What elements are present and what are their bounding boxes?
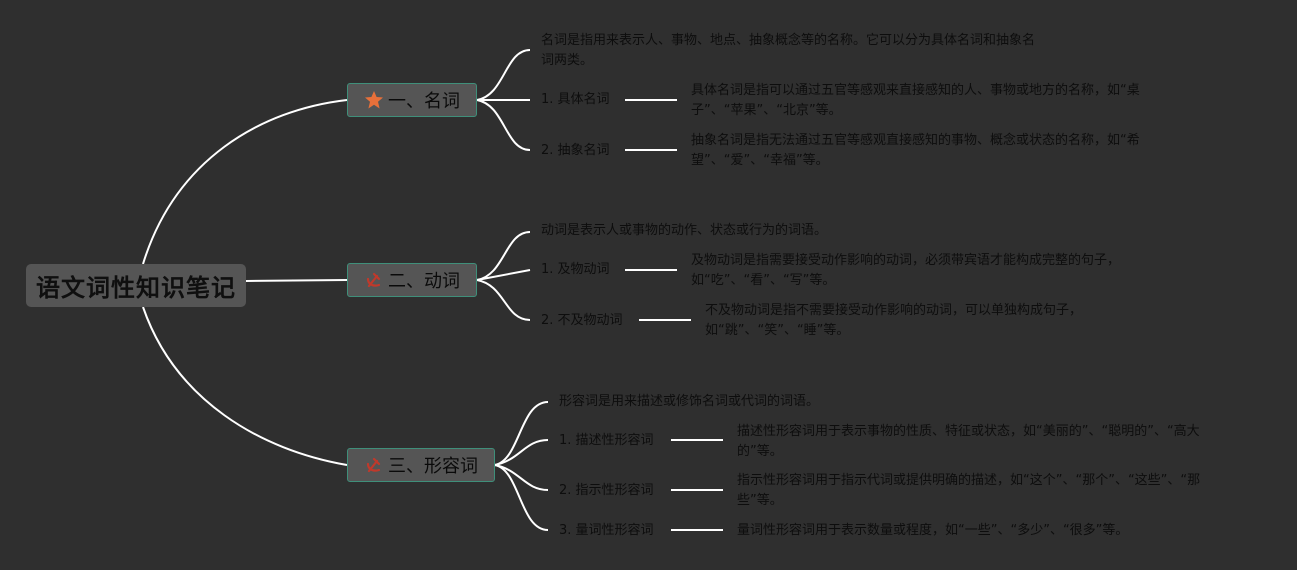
branch-verb[interactable]: 二、动词 xyxy=(347,263,477,297)
hammer-sickle-icon xyxy=(364,455,384,475)
branch-noun-description: 名词是指用来表示人、事物、地点、抽象概念等的名称。它可以分为具体名词和抽象名词两… xyxy=(541,33,1036,68)
root-title: 语文词性知识笔记 xyxy=(36,274,236,302)
verb-item-2-label[interactable]: 2. 不及物动词 xyxy=(541,313,623,328)
link-noun-desc xyxy=(476,49,531,101)
link-adj-desc xyxy=(494,401,549,466)
link-verb-1 xyxy=(476,269,531,281)
branch-adjective[interactable]: 三、形容词 xyxy=(347,448,495,482)
link-root-adj xyxy=(142,306,348,466)
noun-item-2-detail: 抽象名词是指无法通过五官等感观直接感知的事物、概念或状态的名称，如“希望”、“爱… xyxy=(691,133,1140,168)
link-adj-3 xyxy=(494,464,549,531)
link-noun-2 xyxy=(476,99,531,151)
verb-item-1-label[interactable]: 1. 及物动词 xyxy=(541,262,610,277)
adj-item-3-label[interactable]: 3. 量词性形容词 xyxy=(559,523,654,538)
adj-item-3-detail: 量词性形容词用于表示数量或程度，如“一些”、“多少”、“很多”等。 xyxy=(737,523,1129,538)
link-adj-1 xyxy=(494,439,549,466)
adj-item-2-label[interactable]: 2. 指示性形容词 xyxy=(559,483,654,498)
star-icon xyxy=(364,90,384,110)
adj-item-1-label[interactable]: 1. 描述性形容词 xyxy=(559,433,654,448)
branch-adjective-description: 形容词是用来描述或修饰名词或代词的词语。 xyxy=(559,394,820,409)
link-root-noun xyxy=(142,99,348,265)
noun-item-1-label[interactable]: 1. 具体名词 xyxy=(541,92,610,107)
noun-item-2-label[interactable]: 2. 抽象名词 xyxy=(541,143,610,158)
branch-noun-title: 一、名词 xyxy=(388,91,460,112)
verb-item-2-detail: 不及物动词是指不需要接受动作影响的动词，可以单独构成句子，如“跳”、“笑”、“睡… xyxy=(705,303,1083,338)
branch-adjective-title: 三、形容词 xyxy=(388,456,478,477)
branch-noun[interactable]: 一、名词 xyxy=(347,83,477,117)
link-verb-desc xyxy=(476,231,531,281)
hammer-sickle-icon xyxy=(364,270,384,290)
root-topic[interactable]: 语文词性知识笔记 xyxy=(26,264,246,307)
noun-item-1-detail: 具体名词是指可以通过五官等感观来直接感知的人、事物或地方的名称，如“桌子”、“苹… xyxy=(691,83,1140,118)
adj-item-2-detail: 指示性形容词用于指示代词或提供明确的描述，如“这个”、“那个”、“这些”、“那些… xyxy=(737,473,1201,508)
branch-verb-description: 动词是表示人或事物的动作、状态或行为的词语。 xyxy=(541,223,828,238)
adj-item-1-detail: 描述性形容词用于表示事物的性质、特征或状态，如“美丽的”、“聪明的”、“高大的”… xyxy=(737,424,1200,459)
link-verb-2 xyxy=(476,279,531,321)
branch-verb-title: 二、动词 xyxy=(388,271,460,292)
link-root-verb xyxy=(245,279,348,282)
verb-item-1-detail: 及物动词是指需要接受动作影响的动词，必须带宾语才能构成完整的句子，如“吃”、“看… xyxy=(691,253,1121,288)
